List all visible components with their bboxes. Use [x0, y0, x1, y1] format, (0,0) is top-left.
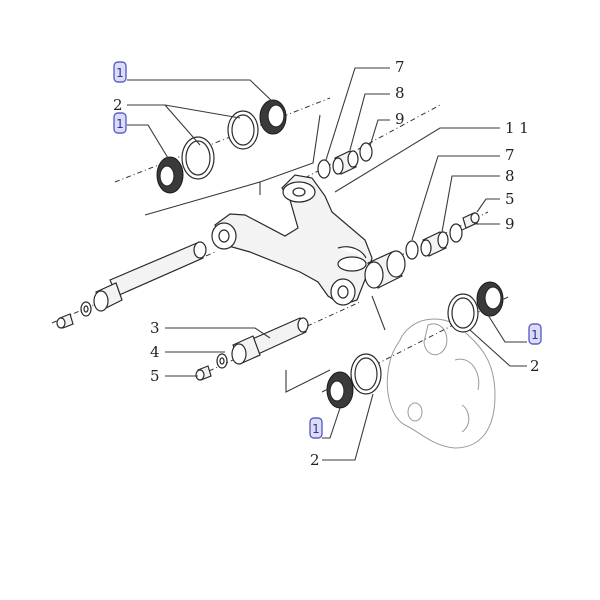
callout-3: 3 [150, 319, 160, 337]
highlight-1-right-text: 1 [531, 328, 539, 342]
callout-2-right: 2 [530, 357, 540, 375]
callout-5-right: 5 [505, 190, 515, 208]
bearing-second [156, 136, 215, 194]
axis-line [114, 97, 331, 183]
callout-labels: 7 8 9 1 1 7 8 5 9 2 3 4 5 2 2 [113, 58, 540, 469]
bearing-right [447, 281, 504, 333]
callout-8-top: 8 [395, 84, 405, 102]
bearing-lower [326, 353, 382, 409]
callout-7-mid: 7 [505, 146, 515, 164]
pin-long [56, 241, 207, 329]
pin-short [195, 317, 309, 381]
highlight-1-second-text: 1 [116, 117, 124, 131]
highlight-callout-1-lower[interactable]: 1 [309, 417, 323, 439]
callout-9-mid: 9 [505, 215, 515, 233]
callout-4: 4 [150, 343, 160, 361]
upper-bushing-group [317, 142, 373, 179]
bearing-top [227, 99, 287, 150]
callout-9-top: 9 [395, 110, 405, 128]
callout-2-upper: 2 [113, 96, 123, 114]
callout-11: 1 1 [505, 119, 529, 137]
bushing-large [364, 250, 406, 289]
highlight-callout-1-second[interactable]: 1 [113, 112, 127, 134]
axis-line [197, 301, 361, 377]
highlight-1-top-text: 1 [116, 66, 124, 80]
callout-7-top: 7 [395, 58, 405, 76]
grouping-brackets [144, 114, 386, 393]
mid-bushing-group [405, 212, 480, 260]
highlight-callout-1-right[interactable]: 1 [528, 323, 542, 345]
callout-2-lower: 2 [310, 451, 320, 469]
highlight-callout-1-top[interactable]: 1 [113, 61, 127, 83]
leader-lines [127, 67, 527, 461]
callout-8-mid: 8 [505, 167, 515, 185]
callout-5-left: 5 [150, 367, 160, 385]
suspension-arm [211, 174, 373, 306]
highlight-1-lower-text: 1 [312, 422, 320, 436]
